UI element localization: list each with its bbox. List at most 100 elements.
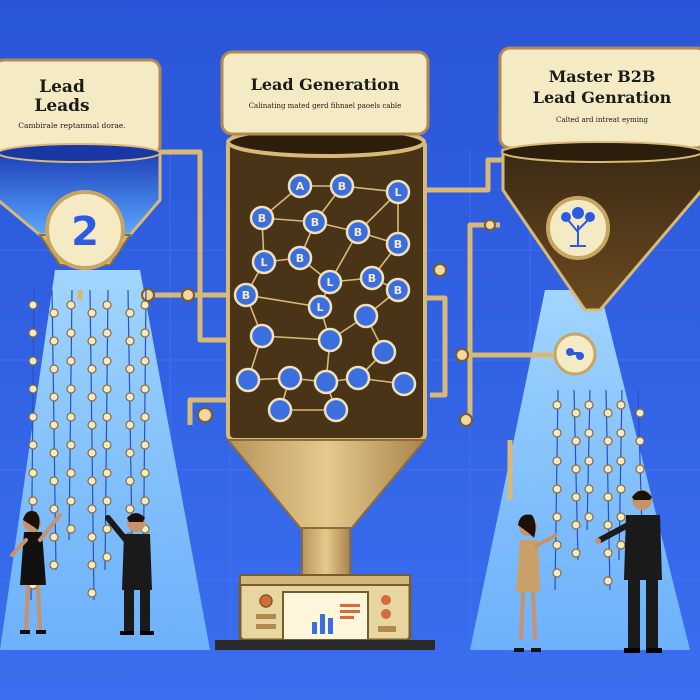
chain-bead bbox=[87, 336, 97, 346]
chain-bead bbox=[584, 484, 594, 494]
network-node-label: A bbox=[296, 180, 305, 193]
chain-bead bbox=[584, 456, 594, 466]
chain-bead bbox=[87, 448, 97, 458]
chain-bead bbox=[552, 456, 562, 466]
chain-bead bbox=[635, 436, 645, 446]
chain-bead bbox=[49, 420, 59, 430]
chain-bead bbox=[87, 364, 97, 374]
chain-bead bbox=[140, 356, 150, 366]
left-badge-number: 2 bbox=[71, 209, 99, 255]
man-figure-right bbox=[595, 490, 662, 653]
chain-bead bbox=[49, 476, 59, 486]
ground-shadow bbox=[215, 640, 435, 650]
chain-bead bbox=[87, 420, 97, 430]
right-funnel bbox=[501, 141, 700, 376]
chain-bead bbox=[28, 300, 38, 310]
chain-bead bbox=[125, 392, 135, 402]
chain-bead bbox=[140, 328, 150, 338]
chain-bead bbox=[140, 440, 150, 450]
left-panel: Lead Leads Cambirale reptanmal dorae. bbox=[0, 58, 162, 157]
woman-figure-left bbox=[10, 511, 62, 634]
chain-bead bbox=[125, 504, 135, 514]
chain-bead bbox=[66, 300, 76, 310]
chain-bead bbox=[140, 412, 150, 422]
network-node bbox=[385, 277, 411, 303]
chain-bead bbox=[102, 496, 112, 506]
man-figure-left bbox=[105, 513, 154, 635]
chain-bead bbox=[102, 552, 112, 562]
machine-slot bbox=[256, 624, 276, 629]
network-node bbox=[391, 371, 417, 397]
chain-bead bbox=[603, 492, 613, 502]
chain-bead bbox=[552, 484, 562, 494]
chain-bead bbox=[603, 408, 613, 418]
chain-bead bbox=[102, 524, 112, 534]
chain-bead bbox=[125, 336, 135, 346]
right-panel-title-line2: Lead Genration bbox=[533, 88, 672, 107]
machine-screen bbox=[282, 591, 369, 641]
chain-bead bbox=[28, 468, 38, 478]
network-node bbox=[353, 303, 379, 329]
network-node bbox=[251, 249, 277, 275]
chain-bead bbox=[49, 336, 59, 346]
chain-bead bbox=[87, 588, 97, 598]
chain-bead bbox=[552, 428, 562, 438]
network-node-label: B bbox=[394, 284, 402, 297]
chain-bead bbox=[49, 392, 59, 402]
chain-bead bbox=[125, 364, 135, 374]
chain-bead bbox=[635, 464, 645, 474]
chain-bead bbox=[603, 464, 613, 474]
chain-bead bbox=[28, 384, 38, 394]
link-icon-glyph bbox=[566, 348, 584, 360]
chain-bead bbox=[552, 400, 562, 410]
chain-bead bbox=[28, 496, 38, 506]
right-panel-subtitle: Calted ard intreat eyming bbox=[556, 116, 648, 124]
chain-bead bbox=[102, 356, 112, 366]
chain-bead bbox=[125, 448, 135, 458]
machine-light bbox=[381, 595, 391, 605]
chain-bead bbox=[87, 532, 97, 542]
network-node-label: L bbox=[326, 276, 333, 289]
network-node-label: B bbox=[258, 212, 266, 225]
chain-bead bbox=[49, 532, 59, 542]
chain-bead bbox=[102, 328, 112, 338]
chain-bead bbox=[87, 504, 97, 514]
chain-bead bbox=[66, 384, 76, 394]
chain-bead bbox=[87, 308, 97, 318]
network-node bbox=[287, 245, 313, 271]
network-edge bbox=[245, 294, 321, 308]
network-node-label: B bbox=[311, 216, 319, 229]
network-node bbox=[345, 365, 371, 391]
chain-bead bbox=[66, 328, 76, 338]
network-node bbox=[359, 265, 385, 291]
chain-bead bbox=[584, 428, 594, 438]
network-node-label: B bbox=[242, 289, 250, 302]
network-node bbox=[307, 294, 333, 320]
network-node bbox=[249, 323, 275, 349]
chain-bead bbox=[635, 408, 645, 418]
network-node bbox=[233, 282, 259, 308]
base-machine bbox=[238, 574, 412, 642]
right-panel-title-line1: Master B2B bbox=[549, 67, 656, 86]
network-node bbox=[385, 179, 411, 205]
chain-bead bbox=[616, 428, 626, 438]
chain-bead bbox=[616, 456, 626, 466]
network-node-label: B bbox=[338, 180, 346, 193]
network-node bbox=[277, 365, 303, 391]
chain-bead bbox=[87, 392, 97, 402]
chain-bead bbox=[603, 436, 613, 446]
network-node-label: L bbox=[394, 186, 401, 199]
right-lead-chains bbox=[552, 389, 645, 591]
network-node-label: B bbox=[394, 238, 402, 251]
network-node bbox=[329, 173, 355, 199]
chain-bead bbox=[102, 384, 112, 394]
chain-bead bbox=[603, 520, 613, 530]
chain-bead bbox=[66, 412, 76, 422]
network-node bbox=[371, 339, 397, 365]
center-panel: Lead Generation Calinating mated gerd fi… bbox=[220, 50, 430, 136]
network-node-label: B bbox=[296, 252, 304, 265]
chain-bead bbox=[66, 468, 76, 478]
chain-bead bbox=[49, 308, 59, 318]
